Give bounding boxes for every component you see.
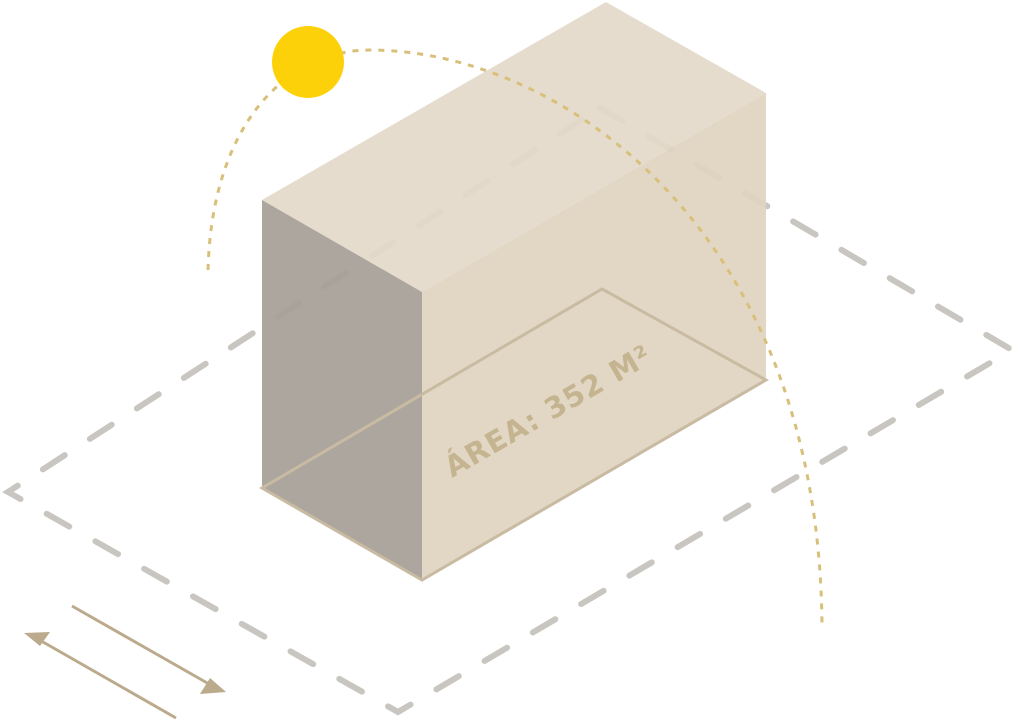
sun-path-arc [206,48,824,629]
arrow-left-line [35,636,177,720]
building-front-face [422,93,766,580]
building-top-face [262,2,766,292]
sun-icon [272,26,344,98]
lot-boundary [2,104,1018,716]
arrow-right-head [200,678,226,694]
building-footprint [259,287,770,582]
arrow-right-line [71,604,217,690]
building-side-face [262,200,422,580]
arrow-left-head [24,632,50,646]
double-arrow-icon [24,604,226,720]
building-volume [259,2,770,582]
